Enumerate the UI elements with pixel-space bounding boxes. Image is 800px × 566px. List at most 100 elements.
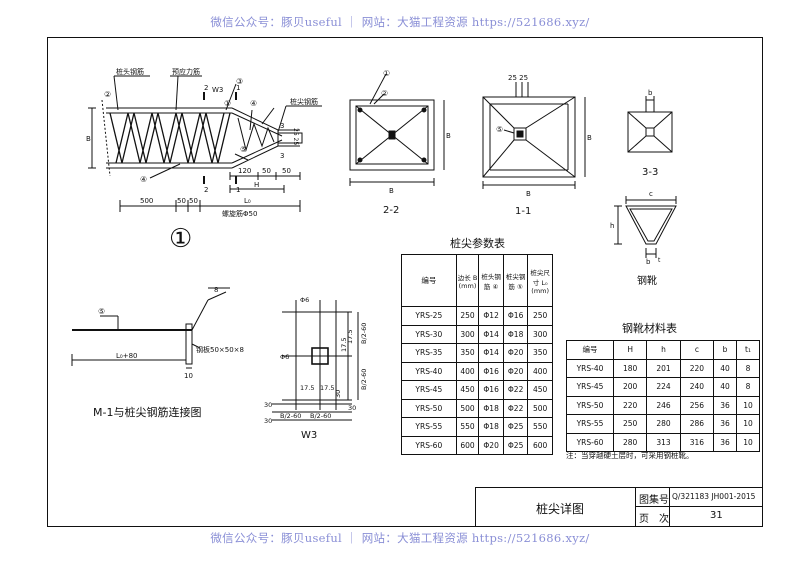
circ-5: ⑤ — [240, 145, 247, 154]
param-cell: 500 — [527, 398, 553, 418]
label-tip-bar: 桩头钢筋 — [116, 67, 144, 76]
section-3-3 — [627, 96, 673, 153]
shoe-cell: 256 — [679, 395, 715, 415]
shoe-c: c — [649, 190, 653, 198]
w3-17.5-d: 17.5 — [320, 384, 334, 392]
sec-1-top: 1 — [236, 84, 240, 92]
param-cell: YRS-50 — [401, 398, 457, 418]
param-cell: YRS-60 — [401, 435, 457, 455]
shoe-cell: YRS-60 — [566, 432, 614, 452]
param-cell: Φ22 — [502, 398, 529, 418]
w3-labels: Φ6 Φ6 17.5 17.5 B/2-60 B/2-60 30 17.5 17… — [264, 296, 368, 441]
param-cell: 350 — [455, 343, 480, 363]
param-cell: YRS-45 — [401, 380, 457, 400]
shoe-t: t — [658, 257, 661, 264]
drawing-name: 桩尖详图 — [536, 502, 585, 516]
m1-length: L₀+80 — [116, 352, 137, 360]
shoe-cell: 10 — [736, 432, 760, 452]
w3-title: W3 — [301, 430, 317, 441]
shoe-cell: 36 — [713, 395, 738, 415]
sec11-title: 1-1 — [515, 206, 531, 217]
param-cell: Φ22 — [502, 380, 529, 400]
param-cell: Φ20 — [478, 435, 504, 455]
dim-25-25: 25 25 — [292, 128, 299, 145]
w3-b260-bottom-a: B/2-60 — [280, 412, 301, 420]
param-cell: Φ16 — [502, 306, 529, 326]
param-header-cell: 桩头钢筋 ④ — [478, 254, 504, 307]
dim-50d: 50 — [189, 197, 198, 205]
shoe-cell: 313 — [646, 432, 681, 452]
param-cell: 600 — [455, 435, 480, 455]
param-cell: 250 — [455, 306, 480, 326]
watermark-top: 微信公众号：豚贝useful ｜ 网站：大猫工程资源 https://52168… — [210, 15, 590, 29]
w3-phi6-left: Φ6 — [280, 353, 289, 361]
param-header-cell: 桩尖尺寸 L₀ (mm) — [527, 254, 553, 307]
shoe-cell: 10 — [736, 414, 760, 434]
shoe-cell: 8 — [736, 377, 760, 397]
shoe-header-cell: t₁ — [736, 340, 760, 360]
m1-labels: ⑤ 8 钢板50×50×8 L₀+80 10 — [98, 286, 244, 380]
watermark-bottom: 微信公众号：豚贝useful ｜ 网站：大猫工程资源 https://52168… — [210, 531, 590, 545]
sec22-dim-b: B — [389, 187, 394, 195]
w3-17.5-b: 17.5 — [346, 330, 354, 344]
title-block-name-cell — [476, 488, 636, 526]
sec22-title: 2-2 — [383, 205, 399, 216]
param-cell: Φ20 — [502, 343, 529, 363]
sec33-title: 3-3 — [642, 167, 658, 178]
param-cell: YRS-35 — [401, 343, 457, 363]
shoe-cell: 40 — [713, 358, 738, 378]
page-label: 页 次 — [639, 514, 669, 525]
param-header-cell: 编号 — [401, 254, 457, 307]
param-cell: 500 — [455, 398, 480, 418]
w3-30-left-a: 30 — [264, 401, 272, 409]
sec11-top-dim: 25 25 — [508, 74, 528, 82]
shoe-table-title: 钢靴材料表 — [622, 322, 677, 335]
section-1-1-labels: 25 25 ⑤ B B 1-1 — [496, 74, 592, 217]
w3-b260-right-bottom: B/2-60 — [360, 369, 368, 390]
detail-number: ① — [169, 224, 192, 254]
shoe-cell: YRS-40 — [566, 358, 614, 378]
shoe-cell: YRS-55 — [566, 414, 614, 434]
param-cell: Φ16 — [478, 380, 504, 400]
shoe-header-cell: 编号 — [566, 340, 614, 360]
shoe-cell: 180 — [612, 358, 648, 378]
shoe-cell: 286 — [679, 414, 715, 434]
section-1-1 — [482, 82, 586, 189]
sec11-circ-5: ⑤ — [496, 125, 503, 134]
m1-connection — [71, 287, 230, 369]
param-cell: Φ14 — [478, 343, 504, 363]
param-cell: 600 — [527, 435, 553, 455]
param-cell: Φ25 — [502, 417, 529, 437]
param-cell: 400 — [455, 361, 480, 381]
shoe-cell: 201 — [646, 358, 681, 378]
shoe-header-cell: c — [679, 340, 715, 360]
param-cell: 400 — [527, 361, 553, 381]
shoe-b: b — [646, 258, 651, 266]
circ-4b: ④ — [140, 175, 147, 184]
shoe-cell: 224 — [646, 377, 681, 397]
dim-h: H — [254, 181, 259, 189]
param-table-header: 编号 边长 B (mm) 桩头钢筋 ④ 桩尖钢筋 ⑤ 桩尖尺寸 L₀ (mm) — [401, 254, 553, 307]
shoe-cell: 200 — [612, 377, 648, 397]
shoe-cell: 220 — [679, 358, 715, 378]
param-cell: 300 — [527, 324, 553, 344]
shoe-cell: YRS-45 — [566, 377, 614, 397]
label-prestress: 预应力筋 — [172, 67, 200, 76]
shoe-header-cell: h — [646, 340, 681, 360]
drawing-frame — [47, 37, 763, 527]
w3-b260-right-top: B/2-60 — [360, 323, 368, 344]
param-cell: YRS-40 — [401, 361, 457, 381]
param-cell: Φ20 — [502, 361, 529, 381]
main-elevation-view — [88, 75, 322, 212]
param-cell: 450 — [455, 380, 480, 400]
